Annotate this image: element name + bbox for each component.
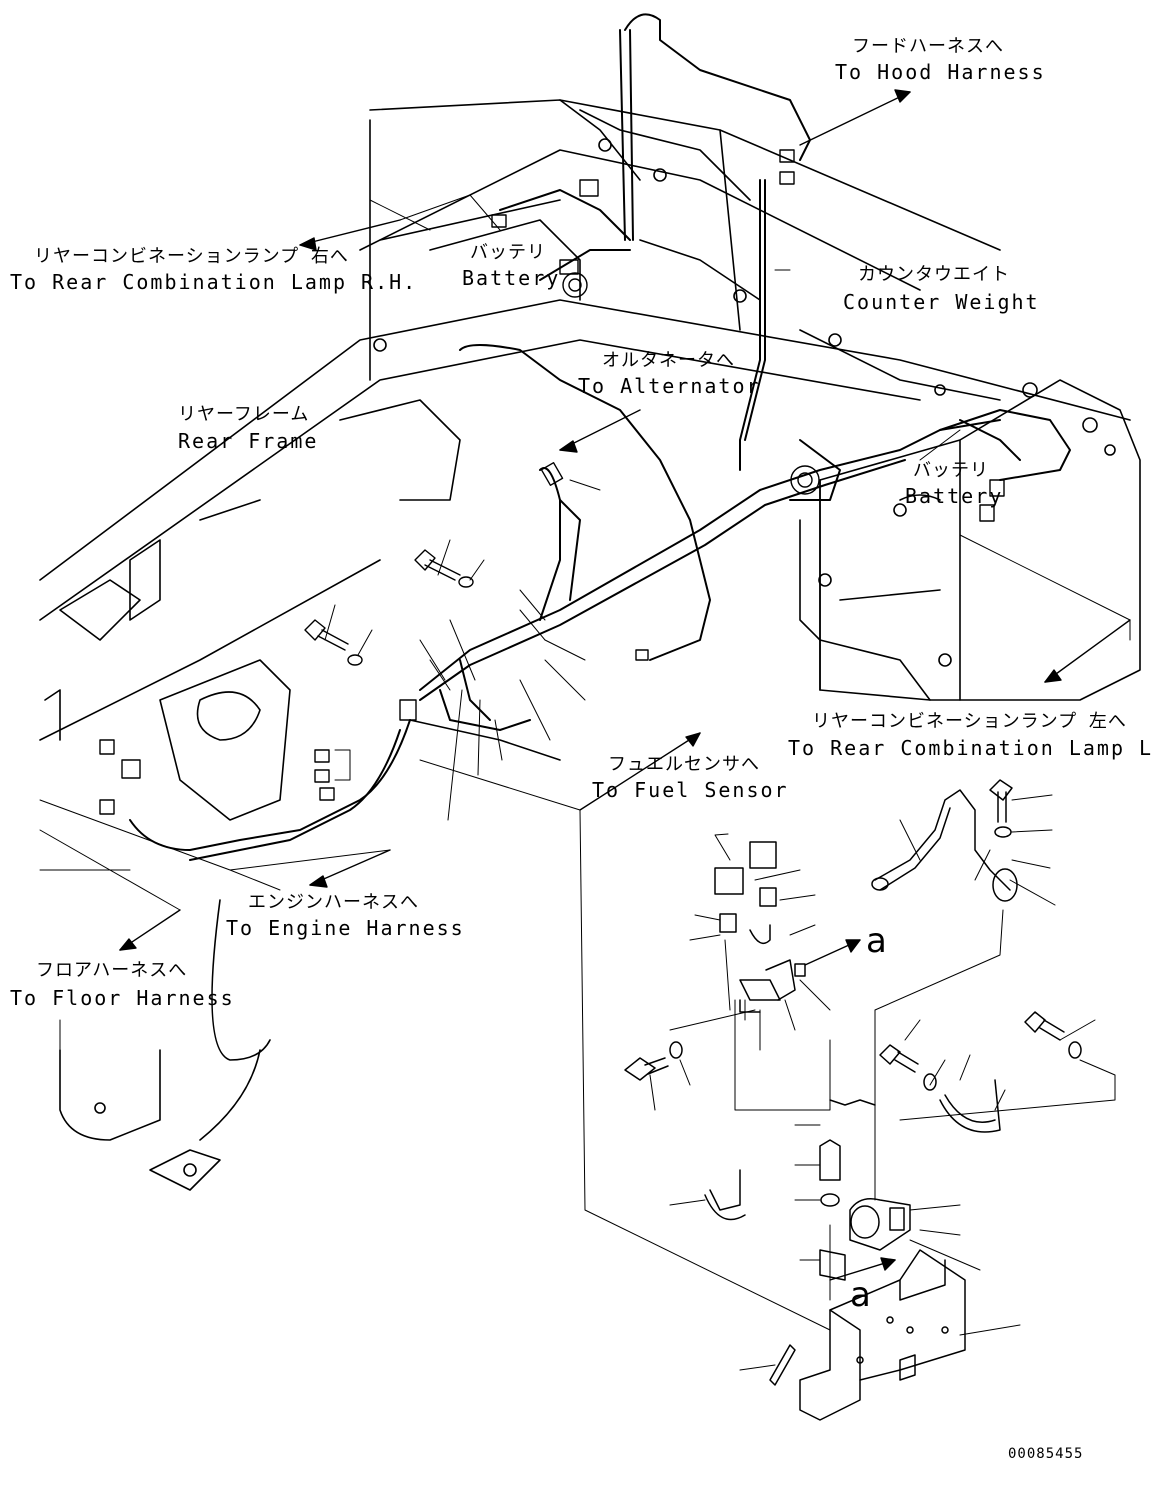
fuel-sensor-label-jp: フュエルセンサへ [608, 754, 760, 775]
rear-frame-label-en: Rear Frame [178, 429, 319, 453]
main-fasteners [304, 549, 474, 666]
hood-harness-label-en: To Hood Harness [835, 60, 1046, 84]
direction-arrows [119, 89, 1131, 1281]
rear-lamp-rh-label-jp: リヤーコンビネーションランプ 右へ [34, 246, 349, 267]
counter-weight-outline [373, 138, 1141, 701]
view-marker-a-lower: a [850, 1275, 871, 1315]
counter-weight-label-en: Counter Weight [843, 290, 1040, 314]
battery-right-label-en: Battery [905, 484, 1004, 508]
exploded-detail [624, 779, 1082, 1421]
connectors [99, 149, 1005, 815]
leader-lines [39, 194, 1131, 1371]
battery-right-label-jp: バッテリ [913, 460, 989, 481]
wiring-harness [129, 13, 1071, 861]
battery-upper-label-jp: バッテリ [470, 242, 546, 263]
rear-lamp-lh-label-en: To Rear Combination Lamp L.H. [788, 736, 1151, 760]
rear-lamp-lh-label-jp: リヤーコンビネーションランプ 左へ [812, 711, 1127, 732]
rear-lamp-rh-label-en: To Rear Combination Lamp R.H. [10, 270, 418, 294]
floor-harness-label-jp: フロアハーネスへ [36, 960, 188, 981]
battery-upper-label-en: Battery [462, 266, 561, 290]
floor-harness-label-en: To Floor Harness [10, 986, 235, 1010]
view-marker-a-upper: a [866, 921, 887, 961]
fuel-sensor-label-en: To Fuel Sensor [592, 778, 789, 802]
engine-harness-label-jp: エンジンハーネスへ [248, 892, 419, 913]
alternator-label-en: To Alternator [578, 374, 761, 398]
hood-harness-label-jp: フードハーネスへ [852, 36, 1004, 57]
rear-frame-label-jp: リヤーフレーム [178, 404, 310, 425]
engine-harness-label-en: To Engine Harness [226, 916, 465, 940]
counter-weight-label-jp: カウンタウエイト [858, 264, 1010, 285]
rear-frame-outline [39, 99, 1131, 1191]
drawing-code: 00085455 [1008, 1446, 1084, 1462]
alternator-label-jp: オルタネータへ [602, 350, 735, 371]
